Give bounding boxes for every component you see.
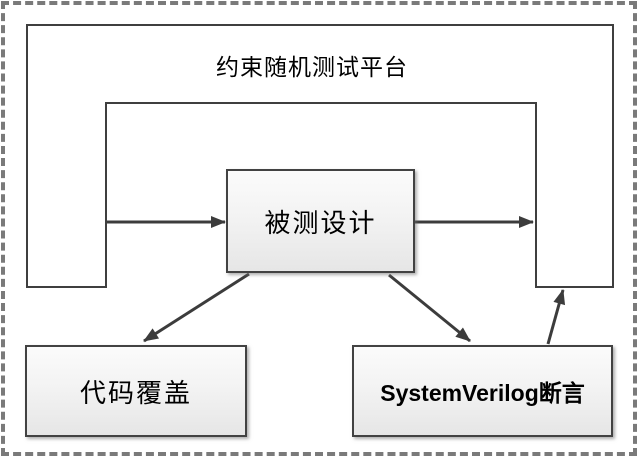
- arrow-sv-assertion-to-platform: [546, 289, 566, 345]
- sv-assertion-box: SystemVerilog断言: [352, 345, 613, 437]
- arrow-dut-to-sv-assertion: [388, 273, 471, 343]
- arrow-dut-to-code-coverage: [143, 272, 250, 343]
- platform-title: 约束随机测试平台: [216, 55, 408, 80]
- code-coverage-box: 代码覆盖: [25, 345, 247, 437]
- platform-ring-shape: [26, 24, 614, 288]
- outer-dashed-frame: [1, 1, 637, 456]
- dut-label: 被测设计: [264, 208, 377, 238]
- code-coverage-label: 代码覆盖: [79, 378, 192, 408]
- sv-assertion-label: SystemVerilog断言: [380, 380, 585, 406]
- dut-box: 被测设计: [226, 169, 415, 273]
